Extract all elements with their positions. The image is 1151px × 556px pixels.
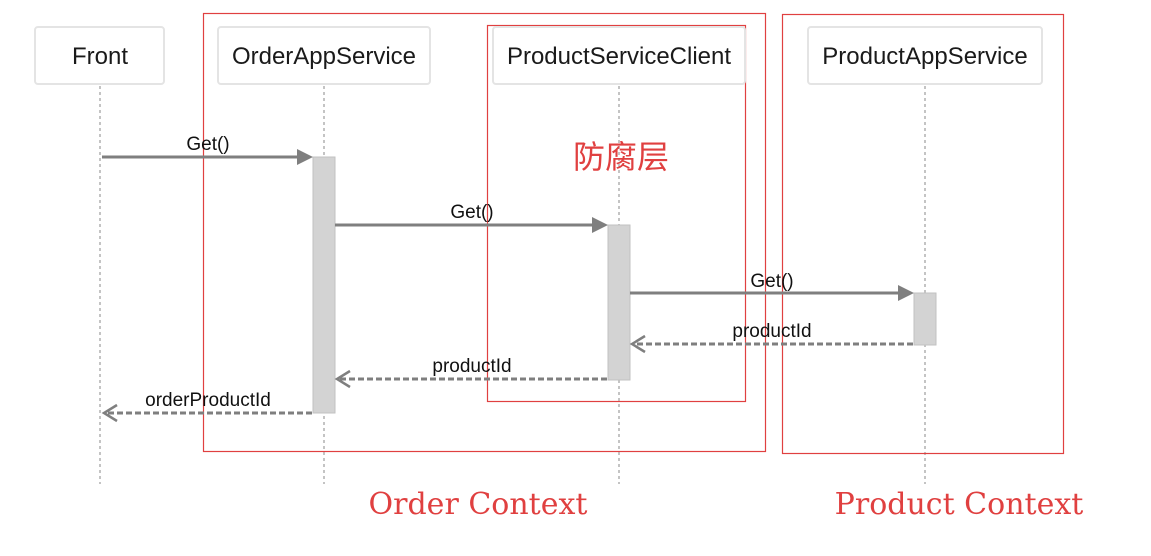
participant-box-front <box>34 26 165 85</box>
participant-label-front: Front <box>72 43 128 70</box>
participant-box-product-service-client <box>492 26 746 85</box>
activation-order-app-service <box>312 156 336 414</box>
message-label-get-1: Get() <box>186 134 229 155</box>
product-context-label: Product Context <box>835 487 1084 522</box>
arrowhead-solid-icon <box>592 217 608 233</box>
message-label-productid-1: productId <box>732 321 811 342</box>
anti-corruption-layer-label: 防腐层 <box>573 138 669 176</box>
message-label-productid-2: productId <box>432 356 511 377</box>
arrowhead-solid-icon <box>297 149 313 165</box>
participant-label-order-app-service: OrderAppService <box>232 43 416 70</box>
activation-product-app-service <box>913 292 937 346</box>
product-context-box <box>781 13 1065 455</box>
order-context-label: Order Context <box>369 487 588 522</box>
participant-box-order-app-service <box>217 26 431 85</box>
participant-box-product-app-service <box>807 26 1043 85</box>
message-label-orderproductid: orderProductId <box>145 390 271 411</box>
activation-product-service-client <box>607 224 631 381</box>
message-label-get-3: Get() <box>750 271 793 292</box>
participant-label-product-service-client: ProductServiceClient <box>507 43 731 70</box>
arrowhead-solid-icon <box>898 285 914 301</box>
anti-corruption-layer-box <box>486 24 747 403</box>
participant-label-product-app-service: ProductAppService <box>822 43 1027 70</box>
arrowhead-open-icon <box>629 334 646 354</box>
arrowhead-open-icon <box>334 369 351 389</box>
arrowhead-open-icon <box>101 403 118 423</box>
message-label-get-2: Get() <box>450 202 493 223</box>
order-context-box <box>202 12 767 453</box>
